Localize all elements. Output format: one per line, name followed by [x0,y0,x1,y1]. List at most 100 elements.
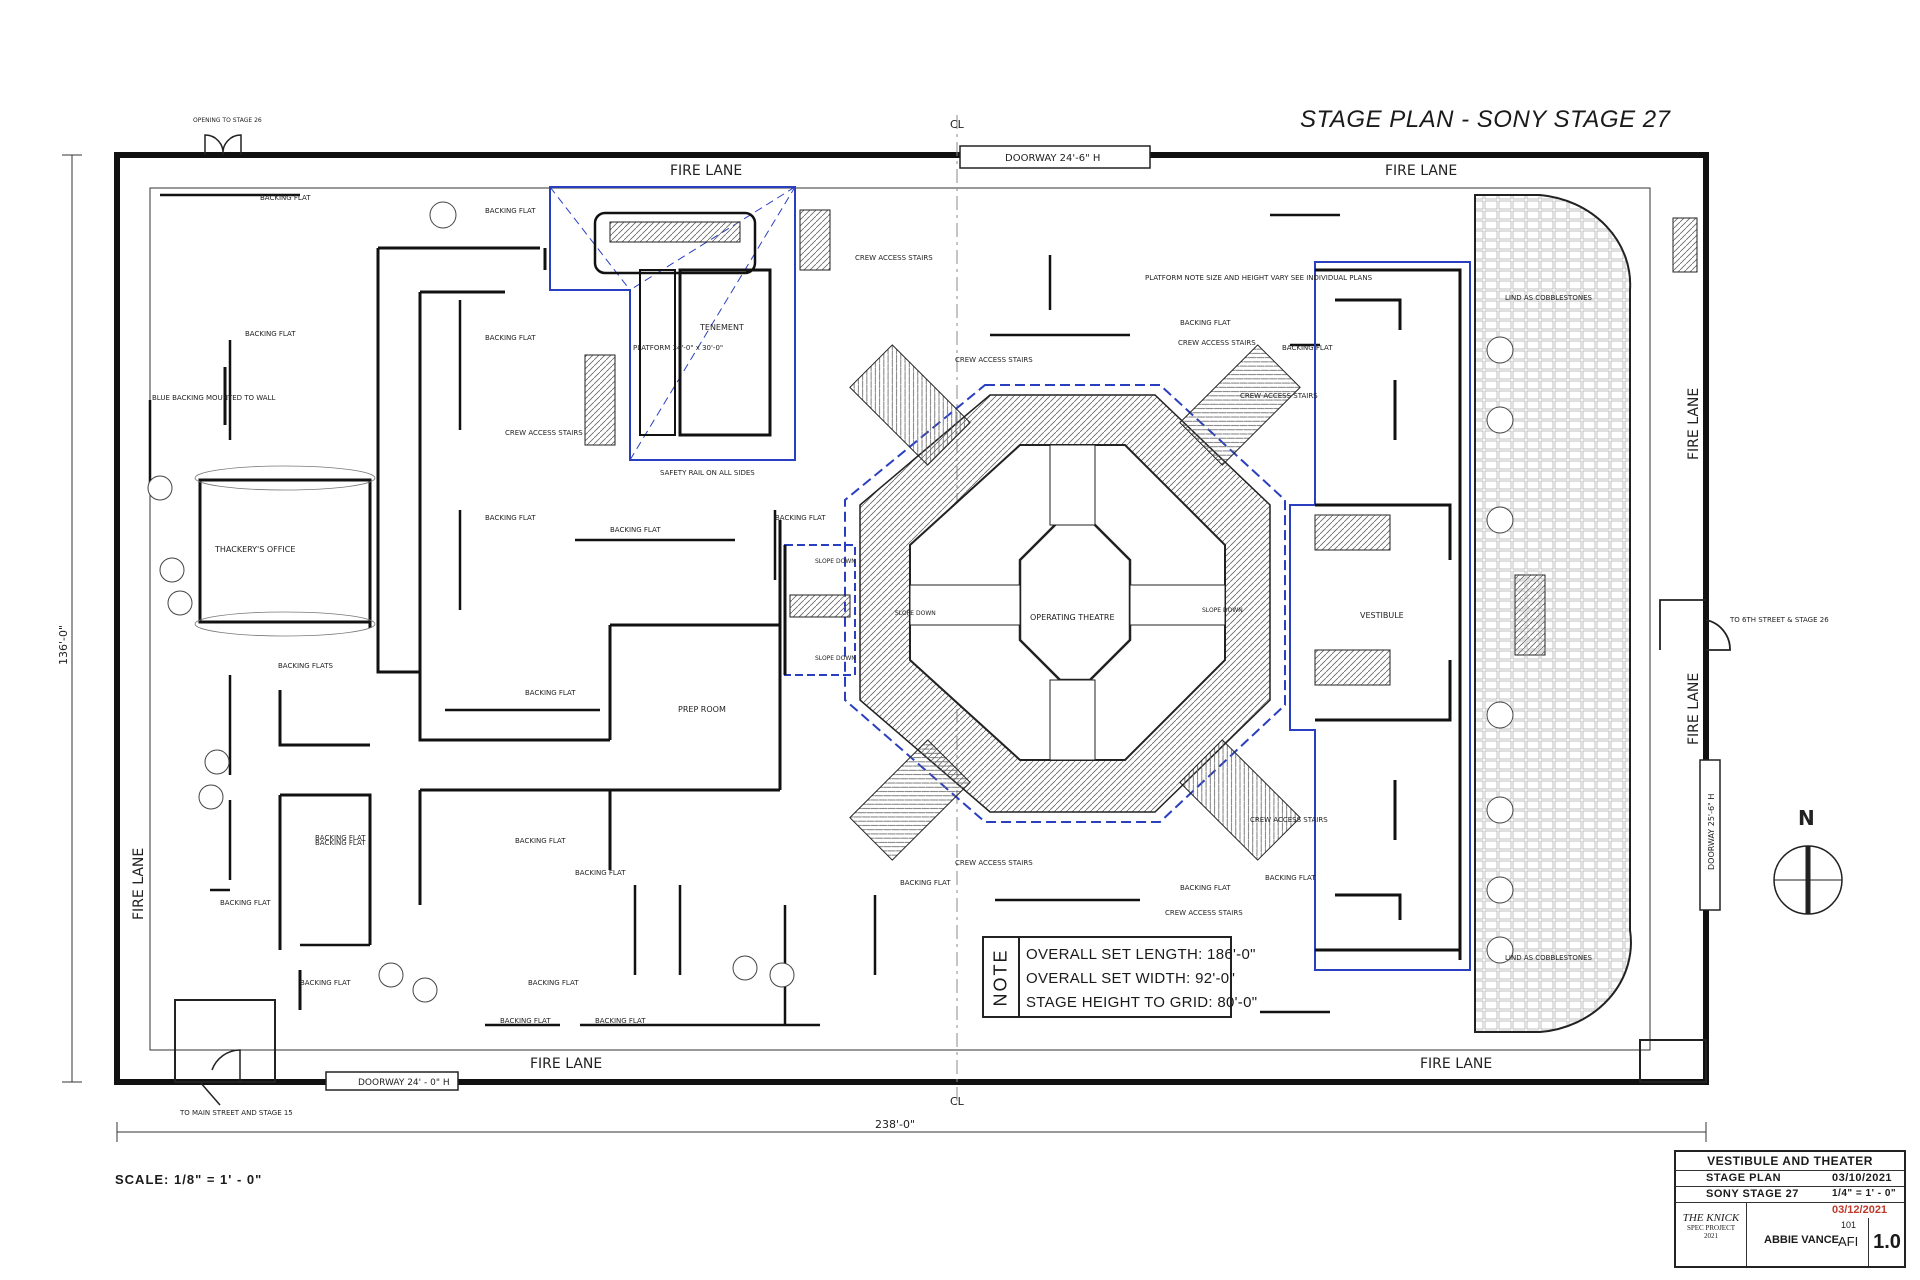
right-doorway [1699,759,1721,911]
plan-title: STAGE PLAN - SONY STAGE 27 [1300,106,1671,133]
backing-flat-7: BACKING FLAT [775,514,826,522]
safety-rail-label: SAFETY RAIL ON ALL SIDES [660,469,755,477]
backing-flat-lines [148,193,1340,1027]
crew-stairs-theatre-tr: CREW ACCESS STAIRS [1240,392,1318,400]
backing-flat-22: BACKING FLAT [1282,344,1333,352]
crew-stairs-theatre-br: CREW ACCESS STAIRS [1250,816,1328,824]
vestibule-stairs-top [1314,514,1391,551]
platform-label: PLATFORM 34'-0" x 30'-0" [633,344,723,352]
doorway-right-label: DOORWAY 25'-6" H [1707,794,1716,870]
note-box: NOTE OVERALL SET LENGTH: 186'-0" OVERALL… [982,936,1257,1018]
doorway-bottom-label: DOORWAY 24' - 0" H [358,1078,450,1088]
stage26-opening-door [204,134,242,156]
vestibule-blue-outline [1289,261,1471,971]
lind-cobblestones-bottom: LIND AS COBBLESTONES [1505,954,1592,962]
top-doorway [959,145,1151,169]
title-block-heading: VESTIBULE AND THEATER [1676,1152,1904,1171]
trees [147,201,1514,1003]
fire-lane-right-bottom: FIRE LANE [1686,673,1702,745]
to-main-street: TO MAIN STREET AND STAGE 15 [179,1109,293,1117]
bottom-doorway [325,1071,459,1091]
backing-flat-14: BACKING FLAT [300,979,351,987]
title-block-sheet-set: 101 [1841,1220,1857,1230]
backing-flat-18: BACKING FLAT [900,879,951,887]
bottom-left-vestibule [174,999,276,1083]
vestibule-label: VESTIBULE [1360,611,1404,620]
thackerys-office-label: THACKERY'S OFFICE [214,545,295,554]
note-set-width: OVERALL SET WIDTH: 92'-0" [1026,970,1236,987]
backing-flat-4: BACKING FLAT [485,334,536,342]
slope-down-right: SLOPE DOWN [1202,607,1243,614]
title-block-sheet-number: 1.0 [1868,1218,1905,1266]
backing-flat-20: BACKING FLAT [1265,874,1316,882]
backing-flat-15: BACKING FLAT [528,979,579,987]
backing-flat-21: BACKING FLAT [1180,319,1231,327]
backing-flat-6: BACKING FLAT [610,526,661,534]
title-block-row-location: SONY STAGE 27 1/4" = 1' - 0" [1676,1186,1904,1203]
title-block-location: SONY STAGE 27 [1706,1188,1799,1200]
north-label: N [1798,806,1815,830]
title-block-scale: 1/4" = 1' - 0" [1832,1188,1897,1199]
fire-lane-top-left: FIRE LANE [670,163,742,179]
fire-lane-boundary [149,187,1651,1051]
crew-stairs-theatre-tl: CREW ACCESS STAIRS [955,356,1033,364]
crew-stairs-top [799,209,831,271]
note-grid-height: STAGE HEIGHT TO GRID: 80'-0" [1026,994,1258,1011]
doorway-top-label: DOORWAY 24'-6" H [1005,153,1100,164]
left-set-walls [198,246,782,1010]
tenement-building [678,268,772,437]
cl-bottom: CL [950,1095,965,1108]
fire-lane-top-right: FIRE LANE [1385,163,1457,179]
to-6th-street: TO 6TH STREET & STAGE 26 [1729,616,1829,624]
blue-backing-label: BLUE BACKING MOUNTED TO WALL [152,394,275,402]
backing-flat-16: BACKING FLAT [500,1017,551,1025]
right-window-top [1672,217,1698,273]
title-block-revision: 03/12/2021 [1832,1204,1888,1216]
title-block-date: 03/10/2021 [1832,1172,1893,1184]
width-dimension: 238'-0" [875,1118,915,1131]
crew-stairs-theatre-bl: CREW ACCESS STAIRS [955,859,1033,867]
stage-outer-wall [114,152,1709,1085]
north-compass-icon [1773,845,1843,915]
slope-down-left: SLOPE DOWN [895,610,936,617]
backing-flat-19: BACKING FLAT [1180,884,1231,892]
note-label: NOTE [984,938,1020,1016]
height-dimension: 136'-0" [57,625,70,665]
backing-flat-2: BACKING FLAT [485,207,536,215]
bottom-right-vestibule [1639,1039,1707,1083]
operating-theatre-label: OPERATING THEATRE [1030,613,1115,622]
cl-top: CL [950,118,965,131]
crew-stairs-left [584,354,616,446]
thackerys-office [198,478,372,624]
crew-stairs-right-top: CREW ACCESS STAIRS [1178,339,1256,347]
backing-flat-17: BACKING FLAT [595,1017,646,1025]
sixth-street-door [1659,599,1731,651]
scale-text: SCALE: 1/8" = 1' - 0" [115,1172,263,1187]
title-block-logo: THE KNICK SPEC PROJECT 2021 [1676,1202,1747,1266]
backing-flat-10: BACKING FLAT [315,834,366,842]
backing-flat-13: BACKING FLAT [575,869,626,877]
backing-flat-23: BACKING FLAT [315,839,366,847]
crew-stairs-top-label: CREW ACCESS STAIRS [855,254,933,262]
fire-lane-bottom-left: FIRE LANE [530,1056,602,1072]
tenement-label: TENEMENT [699,323,744,332]
slope-down-wing-top: SLOPE DOWN [815,558,856,565]
opening-stage26: OPENING TO STAGE 26 [193,117,262,124]
vestibule-walls [1315,268,1462,960]
crew-stairs-left-label: CREW ACCESS STAIRS [505,429,583,437]
operating-theatre [844,344,1301,861]
backing-flat-3: BACKING FLAT [245,330,296,338]
backing-flat-1: BACKING FLAT [260,194,311,202]
slope-down-wing-bottom: SLOPE DOWN [815,655,856,662]
fire-lane-left: FIRE LANE [131,848,147,920]
backing-flat-5: BACKING FLAT [485,514,536,522]
backing-flat-9: BACKING FLAT [525,689,576,697]
backing-flat-12: BACKING FLAT [220,899,271,907]
platform-stair-top [593,211,757,275]
backing-flats-8: BACKING FLATS [278,662,334,670]
fire-lane-right-top: FIRE LANE [1686,388,1702,460]
vestibule-stairs-bottom [1314,649,1391,686]
note-set-length: OVERALL SET LENGTH: 186'-0" [1026,946,1256,963]
theatre-pit [909,444,1226,761]
